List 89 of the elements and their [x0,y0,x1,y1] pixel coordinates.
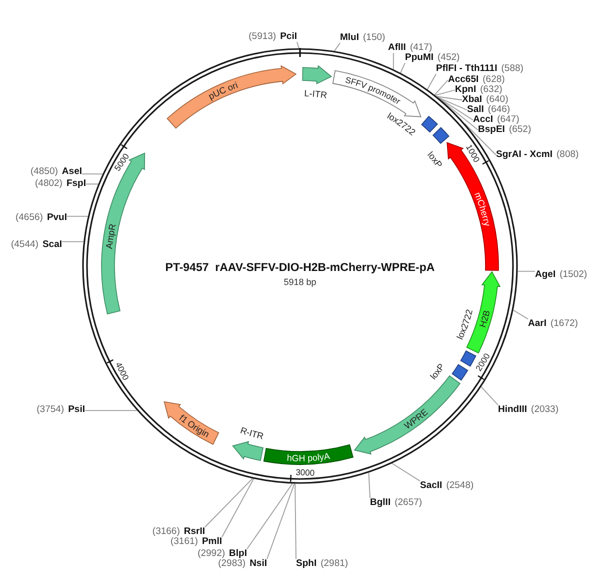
enzyme-label: SphI [296,559,317,569]
enzyme-label: AgeI [535,270,556,280]
feature-label: R-ITR [239,425,265,442]
position-label: (417) [410,43,432,53]
leader-line [266,483,295,560]
position-label: (588) [501,64,524,74]
enzyme-label: RsrII [184,527,205,537]
plasmid-title: PT-9457 rAAV-SFFV-DIO-H2B-mCherry-WPRE-pA [165,262,435,275]
enzyme-label: SgrAI - XcmI [496,150,552,160]
position-label: (1672) [550,319,578,329]
enzyme-label: MluI [340,33,359,43]
position-label: (632) [480,85,502,95]
leader-line [436,96,462,100]
enzyme-label: PvuI [46,213,67,223]
scale-label: 4000 [114,360,132,382]
position-label: (652) [508,125,532,135]
position-label: (808) [556,150,579,160]
enzyme-label: ScaI [42,240,62,250]
scale-label: 3000 [296,466,315,478]
scale-label: 1000 [464,142,482,164]
position-label: (640) [486,95,508,105]
leader-line [480,386,498,406]
leader-line [392,52,394,70]
position-label: (452) [438,53,460,63]
position-label: (3161) [170,537,198,547]
enzyme-label: NsiI [250,559,267,569]
enzyme-label: FspI [66,179,86,189]
position-label: (4850) [30,167,58,177]
leader-line [204,478,253,528]
leader-line [400,62,406,74]
position-label: (4656) [15,213,43,223]
position-label: (2548) [446,481,474,491]
position-label: (2992) [198,549,226,559]
leader-line [464,123,496,156]
enzyme-label: BlpI [229,549,247,559]
position-label: (1502) [560,270,588,280]
leader-line [438,98,478,130]
enzyme-label: PpuMI [405,53,434,63]
enzyme-label: PmlI [202,537,222,547]
plasmid-size: 5918 bp [284,277,316,288]
enzyme-label: SacII [420,481,442,491]
enzyme-label: PsiI [68,405,85,415]
enzyme-label: SalI [467,105,484,115]
position-label: (2981) [320,559,348,569]
enzyme-label: AflII [388,43,406,53]
feature-label: pUC ori [206,80,240,102]
position-label: (2657) [394,498,422,508]
leader-line [62,241,84,242]
position-label: (150) [363,33,386,43]
leader-line [294,483,296,560]
leader-line [438,97,474,120]
enzyme-label: AccI [473,115,494,125]
leader-line [66,216,88,217]
leader-line [296,42,300,49]
enzyme-label: AarI [528,319,546,329]
feature-label: loxP [426,150,444,170]
enzyme-label: KpnI [455,85,476,95]
position-label: (4802) [35,179,62,189]
leader-line [517,270,536,272]
position-label: (2983) [218,559,246,569]
leader-line [392,462,420,482]
position-label: (3754) [36,405,64,415]
position-label: (5913) [248,32,276,42]
leader-line [334,42,340,52]
leader-line [426,74,436,90]
position-label: (628) [482,75,505,85]
enzyme-label: XbaI [462,95,482,105]
leader-line [84,410,138,412]
position-label: (2033) [531,405,558,415]
feature-label: L-ITR [304,88,328,100]
enzyme-label: PciI [280,32,297,42]
leader-line [434,80,448,96]
position-label: (3166) [152,527,180,537]
leader-line [222,478,254,538]
position-label: (646) [488,105,510,115]
enzyme-label: PflFI - Tth111I [436,64,498,74]
enzyme-label: BspEI [478,125,505,135]
leader-line [512,310,528,320]
enzyme-label: AseI [62,167,82,177]
position-label: (647) [497,115,520,125]
enzyme-label: Acc65I [448,75,479,85]
leader-line [434,90,456,96]
feature-label: hGH polyA [286,451,330,464]
enzyme-label: HindIII [498,405,528,415]
position-label: (4544) [10,240,38,250]
leader-line [246,483,293,550]
leader-line [438,97,468,110]
enzyme-label: BglII [370,498,391,508]
leader-line [368,472,370,498]
